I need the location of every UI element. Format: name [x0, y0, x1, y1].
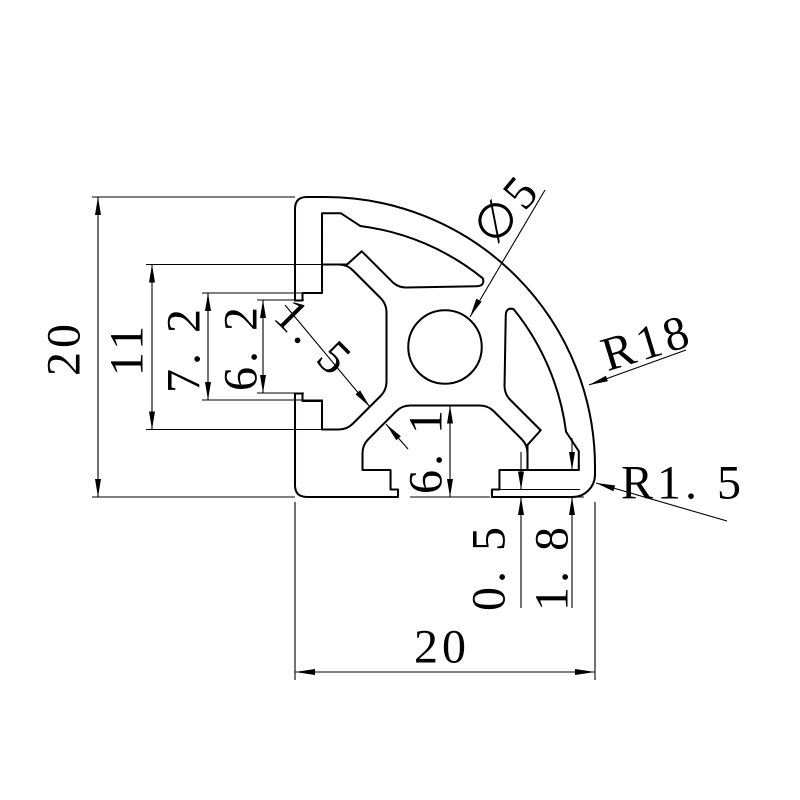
arrowhead: [95, 479, 101, 497]
arrowhead: [260, 375, 266, 393]
dim-corner-radius: R18: [595, 304, 698, 382]
upper-kidney-cutout: [320, 212, 485, 289]
arrowhead: [205, 293, 211, 311]
center-hole: [407, 309, 483, 385]
arrowhead: [149, 411, 155, 430]
arrowhead: [569, 452, 575, 470]
dim-rebate-width: 7. 2: [158, 305, 211, 393]
dim-cavity-width: 11: [101, 322, 154, 376]
arrowhead: [518, 471, 524, 490]
dim-fillet-radius: R1. 5: [621, 457, 745, 510]
arrowhead: [589, 375, 608, 385]
right-kidney-cutout: [503, 307, 580, 472]
arrowhead: [470, 298, 482, 317]
dim-overall-width: 20: [414, 621, 470, 674]
dim-slot-depth: 6. 1: [400, 406, 453, 494]
dim-web-thickness: 1. 5: [264, 288, 364, 388]
dimension-texts: 20 11 7. 2 6. 2 1. 5 ∅5 R18 R1. 5 6. 1 0…: [38, 164, 745, 674]
arrowhead: [149, 264, 155, 283]
leader-dia5: [469, 189, 546, 318]
arrowhead: [95, 197, 101, 215]
arrowhead: [569, 497, 575, 515]
dim-lip-thickness: 1. 8: [526, 523, 579, 611]
dim-center-hole: ∅5: [463, 164, 551, 255]
leader-r1-5: [595, 482, 728, 522]
arrowhead: [518, 497, 524, 515]
arrowhead: [575, 669, 595, 675]
arrowhead: [596, 483, 616, 492]
arrowhead: [447, 405, 453, 424]
arrowheads: [95, 197, 616, 675]
arrowhead: [447, 479, 453, 497]
arrowhead: [260, 300, 266, 318]
arrowhead: [205, 382, 211, 400]
arrowhead: [386, 424, 401, 441]
leader-1-5-main: [284, 304, 371, 408]
dim-slot-opening: 6. 2: [215, 303, 268, 391]
dim-overall-height: 20: [38, 320, 91, 376]
extension-lines: [92, 196, 596, 680]
profile-outline: [293, 195, 597, 499]
arrowhead: [355, 390, 370, 407]
dim-lip-step: 0. 5: [463, 523, 516, 611]
arrowhead: [295, 669, 315, 675]
